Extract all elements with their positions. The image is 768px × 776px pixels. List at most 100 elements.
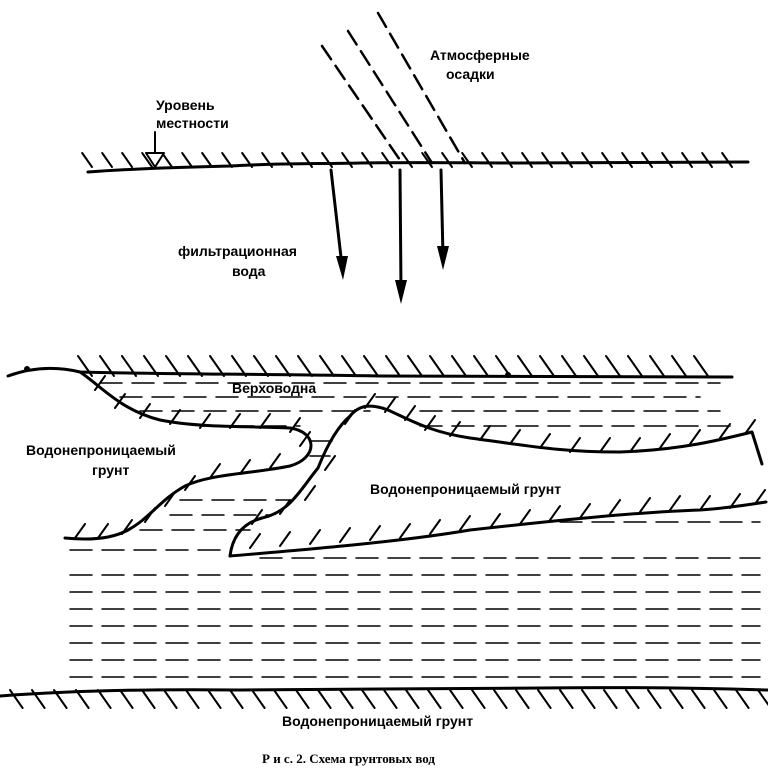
hatch-mark	[539, 355, 555, 377]
hatch-mark	[321, 152, 333, 168]
hatch-mark	[241, 152, 253, 168]
impermeable-center-lens	[228, 393, 768, 558]
hatch-mark	[163, 689, 178, 709]
precipitation-lines	[320, 11, 467, 165]
impermeable-bottom-layer	[0, 686, 768, 709]
hatch-mark	[381, 152, 393, 168]
hatch-mark	[629, 437, 641, 453]
hatch-mark	[641, 152, 653, 168]
hatch-mark	[339, 527, 351, 543]
hatch-mark	[324, 455, 336, 471]
hatch-mark	[369, 525, 381, 541]
hatch-mark	[209, 463, 221, 479]
hatch-mark	[251, 689, 266, 709]
hatch-mark	[451, 355, 467, 377]
hatch-mark	[509, 429, 521, 445]
hatch-mark	[539, 433, 551, 449]
hatch-mark	[74, 523, 86, 539]
hatch-mark	[319, 355, 335, 377]
hatch-mark	[603, 689, 618, 709]
ground-level-label: Уровень местности	[156, 97, 229, 131]
hatch-mark	[515, 689, 530, 709]
hatch-mark	[75, 689, 90, 709]
precipitation-label: Атмосферные осадки	[430, 47, 534, 82]
hatch-mark	[719, 423, 731, 439]
hatch-mark	[489, 513, 501, 529]
hatch-mark	[94, 375, 106, 391]
figure-caption: Р и с. 2. Схема грунтовых вод	[262, 751, 435, 766]
hatch-mark	[501, 152, 513, 168]
hatch-mark	[421, 152, 433, 168]
hatch-mark	[561, 355, 577, 377]
hatch-mark	[449, 421, 461, 437]
hatch-mark	[169, 409, 181, 425]
hatch-mark	[304, 485, 316, 501]
hatch-mark	[669, 689, 684, 709]
hatch-mark	[385, 355, 401, 377]
hatch-mark	[185, 689, 200, 709]
hatch-mark	[297, 355, 313, 377]
hatch-mark	[221, 152, 233, 168]
hatch-mark	[581, 152, 593, 168]
hatch-mark	[639, 497, 651, 513]
hatch-mark	[429, 519, 441, 535]
hatch-mark	[561, 152, 573, 168]
hatch-mark	[161, 152, 173, 168]
hatch-mark	[239, 459, 251, 475]
hatch-mark	[181, 152, 193, 168]
hatch-mark	[184, 475, 196, 491]
hatch-mark	[691, 689, 706, 709]
hatch-mark	[404, 405, 416, 421]
hatch-mark	[627, 355, 643, 377]
hatch-mark	[121, 519, 133, 535]
perched-water-label: Верховодна	[232, 380, 316, 396]
hatch-mark	[141, 152, 153, 168]
hatch-mark	[279, 531, 291, 547]
hatch-mark	[144, 507, 156, 523]
hatch-mark	[744, 419, 756, 435]
hatch-mark	[581, 689, 596, 709]
hatch-mark	[53, 689, 68, 709]
hatch-mark	[583, 355, 599, 377]
hatch-mark	[261, 152, 273, 168]
hatch-mark	[713, 689, 728, 709]
hatch-mark	[143, 355, 159, 377]
upper-ground-line	[6, 355, 734, 379]
hatch-mark	[383, 689, 398, 709]
hatch-mark	[309, 529, 321, 545]
hatch-mark	[699, 495, 711, 511]
hatch-mark	[251, 509, 263, 525]
hatch-mark	[253, 355, 269, 377]
hatch-mark	[259, 413, 271, 429]
ground-level-marker-icon	[145, 131, 165, 168]
hatch-mark	[209, 355, 225, 377]
hatch-mark	[229, 413, 241, 429]
hatch-mark	[119, 689, 134, 709]
hatch-mark	[625, 689, 640, 709]
hatch-mark	[364, 393, 376, 409]
hatch-mark	[481, 152, 493, 168]
ground-surface	[81, 152, 750, 174]
hatch-mark	[441, 152, 453, 168]
hatch-mark	[281, 152, 293, 168]
hatch-mark	[289, 417, 301, 433]
hatch-mark	[671, 355, 687, 377]
hatch-mark	[279, 499, 291, 515]
hatch-mark	[384, 397, 396, 413]
hatch-mark	[399, 523, 411, 539]
hatch-mark	[121, 152, 133, 168]
hatch-mark	[339, 689, 354, 709]
hatch-mark	[121, 355, 137, 377]
hatch-mark	[164, 491, 176, 507]
hatch-mark	[609, 499, 621, 515]
filtration-arrows	[329, 168, 449, 304]
hatch-mark	[521, 152, 533, 168]
hatch-mark	[569, 437, 581, 453]
hatch-mark	[269, 453, 281, 469]
hatch-mark	[139, 403, 151, 419]
hatch-mark	[681, 152, 693, 168]
hatch-mark	[341, 355, 357, 377]
hatch-mark	[199, 413, 211, 429]
hatch-mark	[754, 489, 766, 505]
